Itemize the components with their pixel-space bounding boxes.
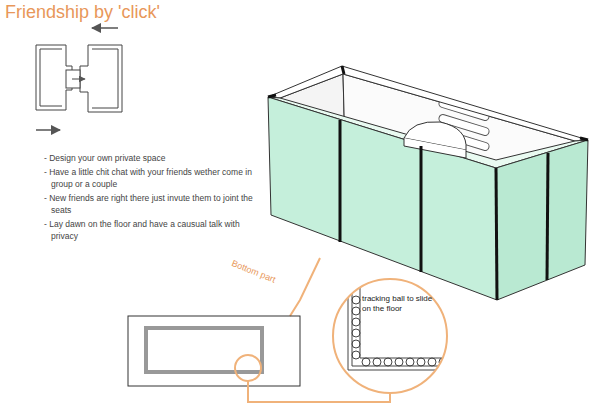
part-label: Bottom part xyxy=(230,258,277,285)
click-icon xyxy=(36,28,122,130)
bullet-note: - Have a little chit chat with your frie… xyxy=(44,166,259,190)
detail-circle: tracking ball to slide on the floor xyxy=(332,278,448,394)
callout-text: tracking ball to slide on the floor xyxy=(362,294,434,314)
bullet-note: - New friends are right there just invut… xyxy=(44,192,259,216)
bottom-part xyxy=(128,258,390,402)
title: Friendship by 'click' xyxy=(5,2,160,23)
bullet-note: - Design your own private space xyxy=(44,152,259,164)
bullet-note: - Lay dawn on the floor and have a causu… xyxy=(44,218,259,242)
bullet-list: - Design your own private space - Have a … xyxy=(44,152,259,244)
